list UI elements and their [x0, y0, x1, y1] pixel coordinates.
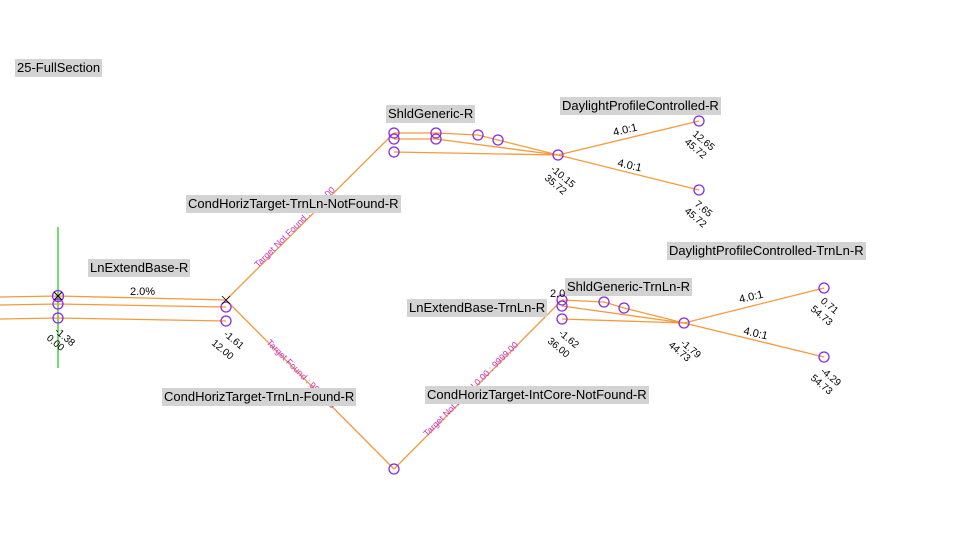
label-cond-horiz-target-intcore-notfound-r[interactable]: CondHorizTarget-IntCore-NotFound-R: [425, 386, 649, 404]
label-cond-horiz-target-trnln-notfound-r[interactable]: CondHorizTarget-TrnLn-NotFound-R: [186, 195, 401, 213]
label-shld-generic-trnln-r[interactable]: ShldGeneric-TrnLn-R: [565, 278, 693, 296]
label-shld-generic-r[interactable]: ShldGeneric-R: [386, 105, 476, 123]
label-daylight-profile-controlled-trnln-r[interactable]: DaylightProfileControlled-TrnLn-R: [667, 242, 866, 260]
base-links: [0, 295, 227, 322]
shoulder-lower-links: [561, 287, 825, 358]
label-ln-extend-base-r[interactable]: LnExtendBase-R: [88, 259, 191, 277]
label-cond-horiz-target-trnln-found-r[interactable]: CondHorizTarget-TrnLn-Found-R: [162, 388, 357, 406]
slope-trnln-upper: 4.0:1: [738, 289, 765, 306]
label-daylight-profile-controlled-r[interactable]: DaylightProfileControlled-R: [560, 97, 721, 115]
label-ln-extend-base-trnln-r[interactable]: LnExtendBase-TrnLn-R: [407, 299, 548, 317]
target-links: [225, 132, 563, 470]
label-full-section[interactable]: 25-FullSection: [15, 59, 103, 77]
slope-daylight-lower: 4.0:1: [616, 157, 643, 174]
base-end-marker: [221, 295, 231, 305]
shoulder-upper-links: [393, 120, 700, 191]
slope-daylight-upper: 4.0:1: [612, 122, 639, 139]
slope-base: 2.0%: [130, 286, 155, 298]
slope-trnln-lower: 4.0:1: [742, 325, 769, 342]
slope-trnln-base: 2.0: [550, 288, 565, 300]
nodes: [51, 115, 830, 475]
